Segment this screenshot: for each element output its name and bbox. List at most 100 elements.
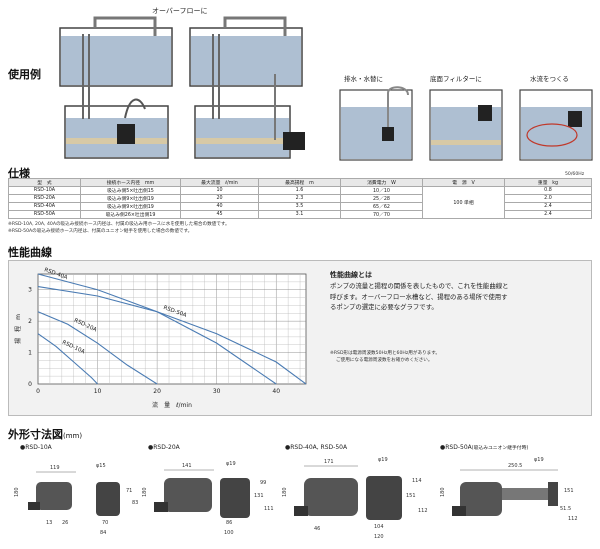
spec-cell: 2.4	[504, 202, 592, 211]
spec-cell: 45	[180, 210, 259, 219]
spec-cell: RSD-20A	[8, 194, 81, 203]
x-tick-label: 0	[36, 388, 40, 395]
dim-text: 13	[46, 520, 52, 526]
dim-text: 151	[406, 493, 416, 499]
dim-text: 26	[62, 520, 68, 526]
spec-cell: 0.8	[504, 186, 592, 195]
spec-cell: 10	[180, 186, 259, 195]
spec-cell: 1.6	[258, 186, 341, 195]
x-tick-label: 20	[153, 388, 161, 395]
dim-text: 71	[126, 488, 132, 494]
dim-text: 112	[418, 508, 428, 514]
model-note: (吸込みユニオン継手付時)	[471, 446, 529, 451]
spec-cell: 吸込み側9×吐出側19	[80, 202, 181, 211]
dim-text: 51.5	[560, 506, 571, 512]
series-line	[37, 333, 98, 385]
spec-cell: 20	[180, 194, 259, 203]
spec-cell: RSD-10A	[8, 186, 81, 195]
usage-illustration-overflow	[59, 16, 305, 159]
dim-text: 180	[440, 487, 446, 497]
dim-text: 99	[260, 480, 266, 486]
performance-desc-title: 性能曲線とは	[330, 271, 372, 279]
usage-illustration-examples	[339, 86, 593, 161]
spec-unit-note: 50/60Hz	[565, 172, 585, 177]
spec-title: 仕様	[8, 167, 30, 180]
performance-desc-line: 呼びます。オーバーフロー水槽など、揚程のある場所で使用す	[330, 292, 508, 301]
x-tick-label: 10	[94, 388, 102, 395]
dim-text: 131	[254, 493, 264, 499]
spec-cell: 70／70	[340, 210, 423, 219]
model-label-10a: ●RSD-10A	[20, 444, 52, 451]
spec-cell: 3.1	[258, 210, 341, 219]
dim-text: 70	[102, 520, 108, 526]
dim-text: φ19	[378, 457, 388, 463]
spec-header-power: 消費電力 W	[340, 178, 423, 187]
spec-cell: 3.5	[258, 202, 341, 211]
model-label-40a-50a: ●RSD-40A, RSD-50A	[285, 444, 348, 451]
spec-cell: 吸込み側5×吐出側15	[80, 186, 181, 195]
spec-cell: 吸込み側26×吐出側19	[80, 210, 181, 219]
dim-text: 180	[14, 487, 20, 497]
spec-cell: 40	[180, 202, 259, 211]
x-tick-label: 40	[272, 388, 280, 395]
dim-text: 84	[100, 530, 106, 536]
spec-note-1: ※RSD-10A, 20A, 40Aの吸込み接続ホース内径は、付属の吸込み用ホー…	[8, 222, 230, 227]
dim-text: 120	[374, 534, 384, 540]
dim-text: φ15	[96, 463, 106, 469]
performance-desc-line: るポンプの選定に必要なグラフです。	[330, 303, 438, 311]
series-line	[37, 311, 158, 385]
dimensions-unit: (mm)	[63, 432, 83, 440]
usage-example-water-flow: 水流をつくる	[530, 75, 569, 83]
spec-cell: 25／28	[340, 194, 423, 203]
performance-desc: ポンプの流量と揚程の関係を表したもので、これを性能曲線と 呼びます。オーバーフロ…	[330, 281, 509, 313]
dim-text: 83	[132, 500, 138, 506]
table-row: RSD-40A 吸込み側9×吐出側19 40 3.5 65／62 2.4	[8, 202, 592, 211]
spec-note-2: ※RSD-50Aの吸込み接続ホース内径は、付属のユニオン継手を使用した場合の数値…	[8, 229, 193, 234]
dim-text: 119	[50, 465, 60, 471]
spec-table: 型 式 接続ホース内径 mm 最大流量 ℓ/min 最高揚程 m 消費電力 W …	[8, 178, 592, 219]
table-row: RSD-20A 吸込み側9×吐出側19 20 2.3 25／28 2.0	[8, 194, 592, 203]
dim-text: 250.5	[508, 463, 522, 469]
spec-cell: RSD-40A	[8, 202, 81, 211]
overflow-label: オーバーフローに	[152, 7, 208, 15]
x-axis-label: 流 量 ℓ/min	[152, 401, 192, 409]
spec-header-weight: 重量 kg	[504, 178, 592, 187]
dim-text: 114	[412, 478, 422, 484]
dim-text: 112	[568, 516, 578, 522]
table-row: RSD-50A 吸込み側26×吐出側19 45 3.1 70／70 2.4	[8, 210, 592, 219]
dim-text: 100	[224, 530, 234, 536]
usage-example-bottom-filter: 底面フィルターに	[430, 75, 482, 83]
performance-note-2: ご使用になる電源周波数をお確かめください。	[336, 358, 433, 363]
dimension-drawings: 119 φ15 180 13 26 70 84 71 83 141 φ19 18…	[14, 457, 578, 540]
x-tick-label: 30	[213, 388, 221, 395]
performance-note-1: ※RSD形は電源周波数50Hz用と60Hz用があります。	[330, 351, 440, 356]
dim-text: 141	[182, 463, 192, 469]
dim-text: 171	[324, 459, 334, 465]
dim-text: 111	[264, 506, 274, 512]
y-tick-label: 0	[28, 381, 32, 388]
usage-example-drain: 排水・水替に	[344, 75, 383, 83]
spec-cell: 吸込み側9×吐出側19	[80, 194, 181, 203]
y-tick-label: 1	[28, 350, 32, 357]
spec-header-flow: 最大流量 ℓ/min	[180, 178, 259, 187]
dim-text: φ19	[226, 461, 236, 467]
spec-cell: 10／10	[340, 186, 423, 195]
spec-header-voltage: 電 源 V	[422, 178, 505, 187]
dim-text: 151	[564, 488, 574, 494]
spec-cell: RSD-50A	[8, 210, 81, 219]
dimensions-title-text: 外形寸法図	[8, 428, 63, 441]
y-tick-label: 2	[28, 318, 32, 325]
model-label-50a-union: ●RSD-50A(吸込みユニオン継手付時)	[440, 444, 528, 451]
spec-cell: 2.0	[504, 194, 592, 203]
usage-title: 使用例	[8, 68, 41, 81]
spec-header-head: 最高揚程 m	[258, 178, 341, 187]
series-line	[37, 286, 307, 385]
table-row: RSD-10A 吸込み側5×吐出側15 10 1.6 10／10 100 単相 …	[8, 186, 592, 219]
model-name: ●RSD-50A	[440, 444, 472, 451]
spec-cell: 2.4	[504, 210, 592, 219]
dim-text: 180	[282, 487, 288, 497]
dimensions-title: 外形寸法図(mm)	[8, 426, 82, 442]
performance-title: 性能曲線	[8, 246, 52, 259]
spec-header-row: 型 式 接続ホース内径 mm 最大流量 ℓ/min 最高揚程 m 消費電力 W …	[8, 178, 592, 187]
spec-header-hose: 接続ホース内径 mm	[80, 178, 181, 187]
